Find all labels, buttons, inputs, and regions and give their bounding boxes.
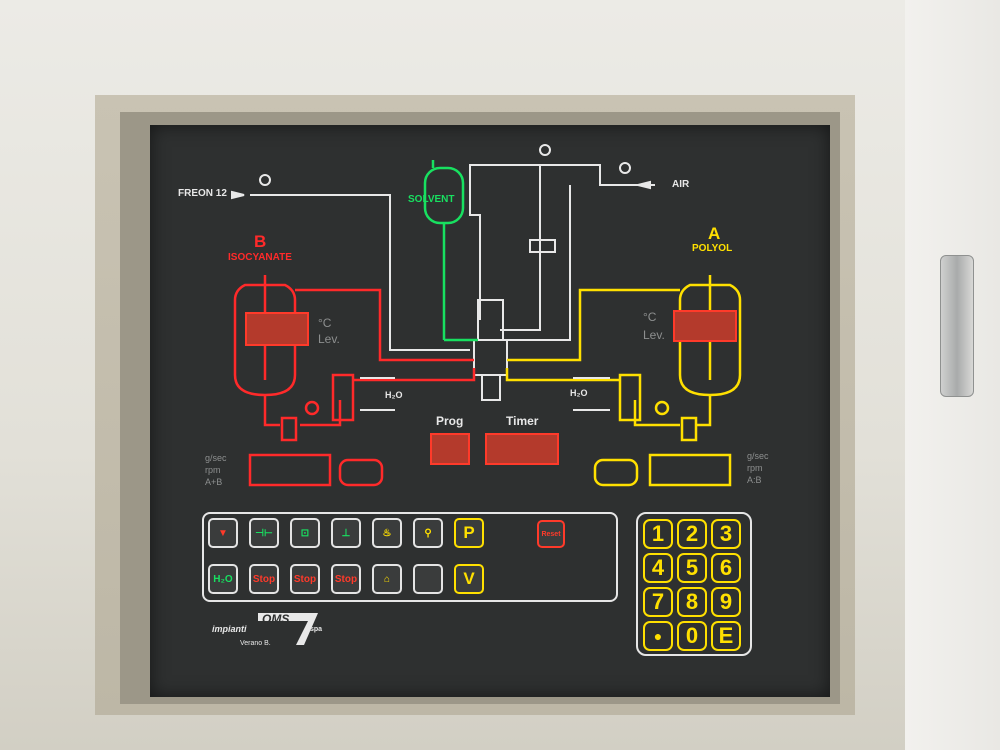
brand-location: Verano B. — [240, 640, 271, 647]
cabinet-latch[interactable] — [940, 255, 974, 397]
flow-label-ratio: A+B — [205, 477, 223, 487]
polyol-filter — [618, 373, 642, 422]
isocyanate-filter — [331, 373, 355, 422]
freon-label: FREON 12 — [178, 188, 227, 199]
spray-button[interactable]: ⚲ — [413, 518, 443, 548]
lamp-button[interactable]: ⌂ — [372, 564, 402, 594]
isocyanate-label: ISOCYANATE — [228, 252, 292, 263]
keypad-key-7[interactable]: 7 — [643, 587, 673, 617]
keypad-key-3[interactable]: 3 — [711, 519, 741, 549]
brand-name: OMS — [262, 612, 290, 626]
pump-button[interactable]: ⊡ — [290, 518, 320, 548]
mix-head-motor — [477, 299, 504, 341]
prog-display — [430, 433, 470, 465]
isocyanate-pump-body — [248, 453, 332, 487]
freon-gauge — [259, 174, 271, 186]
keypad-key-1[interactable]: 1 — [643, 519, 673, 549]
verify-button[interactable]: V — [454, 564, 484, 594]
keypad-key-6[interactable]: 6 — [711, 553, 741, 583]
keypad-key-4[interactable]: 4 — [643, 553, 673, 583]
solvent-gauge — [539, 144, 551, 156]
stop-button-3[interactable]: Stop — [331, 564, 361, 594]
oms-logo — [258, 613, 318, 645]
isocyanate-water-label: H₂O — [385, 390, 403, 400]
polyol-level-label: Lev. — [643, 328, 665, 342]
timer-display — [485, 433, 559, 465]
polyol-label: POLYOL — [692, 243, 733, 254]
flow-label-gsec: g/sec — [205, 453, 227, 463]
air-line — [469, 164, 655, 186]
numeric-keypad-frame — [636, 512, 752, 656]
control-button-frame — [202, 512, 618, 602]
mixer-toggle-button[interactable]: ⊣⊢ — [249, 518, 279, 548]
keypad-key-9[interactable]: 9 — [711, 587, 741, 617]
polyol-flow-labels: g/sec rpm A:B — [747, 450, 769, 486]
brand-prefix: impianti — [212, 624, 247, 634]
brand-suffix: spa — [310, 626, 323, 633]
keypad-key-8[interactable]: 8 — [677, 587, 707, 617]
polyol-motor — [593, 458, 639, 487]
flow-label-gsec: g/sec — [747, 451, 769, 461]
keypad-key-5[interactable]: 5 — [677, 553, 707, 583]
timer-label: Timer — [506, 414, 539, 428]
isocyanate-motor — [338, 458, 384, 487]
flow-label-rpm: rpm — [747, 463, 763, 473]
polyol-temp-unit: °C — [643, 310, 657, 324]
stop-button-1[interactable]: Stop — [249, 564, 279, 594]
polyol-water-label: H₂O — [570, 388, 588, 398]
air-gauge — [619, 162, 631, 174]
prog-label: Prog — [436, 414, 464, 428]
isocyanate-temp-display — [245, 312, 309, 346]
isocyanate-level-label: Lev. — [318, 332, 340, 346]
isocyanate-letter: B — [254, 232, 267, 251]
program-button[interactable]: P — [454, 518, 484, 548]
valve-down-button[interactable]: ▼ — [208, 518, 238, 548]
keypad-key-2[interactable]: 2 — [677, 519, 707, 549]
heater-button[interactable]: ♨ — [372, 518, 402, 548]
reset-button[interactable]: Reset — [537, 520, 565, 548]
stop-button-2[interactable]: Stop — [290, 564, 320, 594]
polyol-pump-body — [648, 453, 732, 487]
keypad-key-dot[interactable]: ● — [643, 621, 673, 651]
mix-head-body — [473, 339, 508, 376]
solvent-label: SOLVENT — [408, 194, 455, 205]
mix-head-nozzle — [481, 374, 501, 401]
air-label: AIR — [672, 179, 690, 190]
isocyanate-flow-labels: g/sec rpm A+B — [205, 452, 227, 488]
isocyanate-temp-unit: °C — [318, 316, 332, 330]
water-button[interactable]: H₂O — [208, 564, 238, 594]
keypad-key-e[interactable]: E — [711, 621, 741, 651]
polyol-tank — [678, 283, 742, 397]
flow-label-rpm: rpm — [205, 465, 221, 475]
dispense-button[interactable]: ⊥ — [331, 518, 361, 548]
polyol-letter: A — [708, 224, 721, 243]
blank-button[interactable] — [413, 564, 443, 594]
flow-label-ratio: A:B — [747, 475, 762, 485]
polyol-temp-display — [673, 310, 737, 342]
keypad-key-0[interactable]: 0 — [677, 621, 707, 651]
